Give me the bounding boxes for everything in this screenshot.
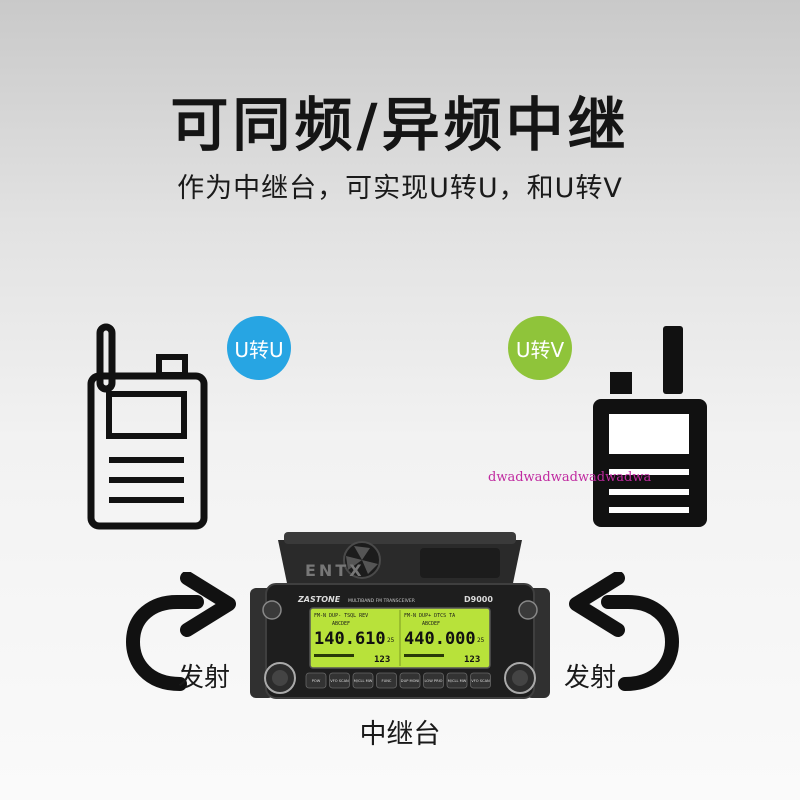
device-logo: ENTX: [305, 561, 365, 580]
repeater-caption: 中继台: [359, 719, 441, 750]
lcd-right-frequency: 440.000: [404, 629, 476, 649]
lcd-left-name: ABCDEF: [332, 621, 350, 627]
lcd-right-mode: FM-N DUP+ DTCS TA: [404, 613, 455, 619]
fan-icon: [343, 541, 381, 579]
lcd-right-sub: 123: [464, 655, 480, 665]
device-button-label: VFO SCAN: [471, 679, 490, 683]
handheld-radio-solid-icon: [593, 326, 707, 527]
device-button-5[interactable]: LOW PRIO: [423, 672, 444, 689]
curved-arrow-left-icon: [569, 572, 680, 691]
device-button-7[interactable]: VFO SCAN: [470, 672, 491, 689]
transmit-label-left: 发射: [178, 663, 231, 693]
left-top-knob[interactable]: [262, 600, 282, 620]
page-subtitle: 作为中继台，可实现U转U，和U转V: [177, 173, 623, 204]
device-button-label: LOW PRIO: [425, 679, 443, 683]
device-button-3[interactable]: FUNC: [376, 672, 397, 689]
device-brand: ZASTONE: [297, 595, 341, 604]
device-button-label: VFO SCAN: [330, 679, 349, 683]
device-button-label: M/CLL MW: [354, 679, 373, 683]
device-model: D9000: [464, 595, 493, 604]
device-button-2[interactable]: M/CLL MW: [352, 672, 374, 689]
transmit-label-right: 发射: [564, 663, 617, 693]
device-subtitle: MULTIBAND FM TRANSCEIVER: [348, 598, 415, 604]
badge-u-to-u: U转U: [227, 316, 291, 380]
device-button-6[interactable]: M/CLL MW: [446, 672, 468, 689]
curved-arrow-right-icon: [125, 572, 236, 691]
page-title: 可同频/异频中继: [170, 91, 630, 159]
lcd-left-frequency: 140.610: [314, 629, 386, 649]
device-button-label: POW: [312, 679, 321, 683]
device-button-label: M/CLL MW: [448, 679, 467, 683]
device-button-label: DUP MONI: [401, 679, 419, 683]
device-button-4[interactable]: DUP MONI: [399, 672, 421, 689]
lcd-right-channel: 25: [477, 637, 485, 644]
device-button-label: FUNC: [382, 679, 392, 683]
repeater-transceiver-image: ENTX ZASTONE MULTIBAND FM TRANSCEIVER D9…: [250, 532, 550, 699]
right-top-knob[interactable]: [518, 600, 538, 620]
badge-u-to-v: U转V: [508, 316, 572, 380]
device-button-1[interactable]: VFO SCAN: [329, 672, 350, 689]
lcd-right-name: ABCDEF: [422, 621, 440, 627]
device-button-0[interactable]: POW: [305, 672, 327, 689]
handheld-radio-outline-icon: [87, 323, 208, 530]
lcd-left-channel: 25: [387, 637, 395, 644]
watermark-text: dwadwadwadwadwadwa: [488, 470, 652, 485]
lcd-left-sub: 123: [374, 655, 390, 665]
front-buttons: POW VFO SCAN M/CLL MW FUNC DUP MONI LOW PRIO M…: [305, 672, 491, 689]
lcd-left-mode: FM-N DUP- TSQL REV: [314, 613, 368, 619]
